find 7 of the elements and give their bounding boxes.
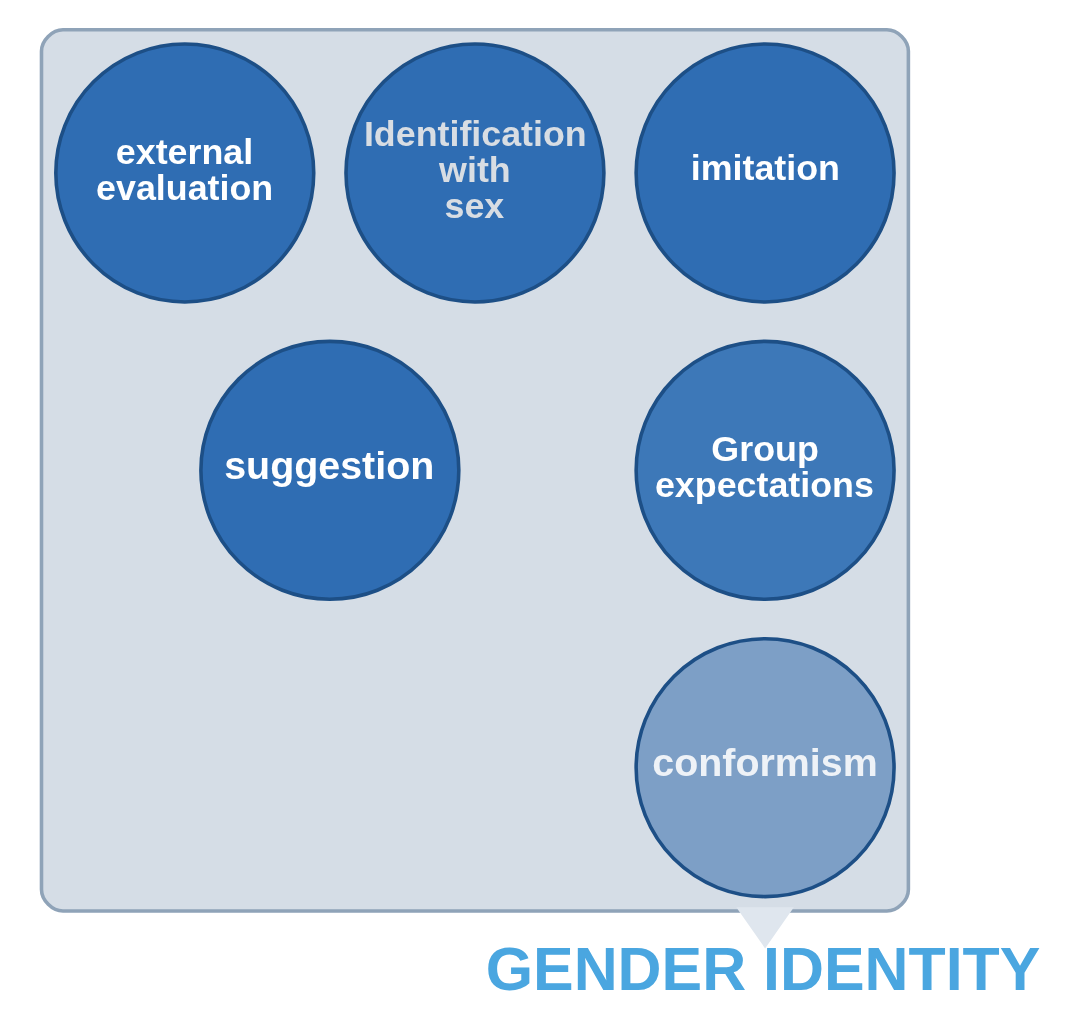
node-circle: suggestion (199, 339, 461, 602)
node-text: GENDER IDENTITY (485, 935, 1041, 1004)
node-circle: Group expectations (634, 339, 896, 602)
node-circle: Identification with sex (344, 42, 606, 304)
node-circle: imitation (634, 42, 896, 304)
node-circle: external evaluation (54, 42, 316, 304)
node-circle: conformism (634, 636, 896, 899)
